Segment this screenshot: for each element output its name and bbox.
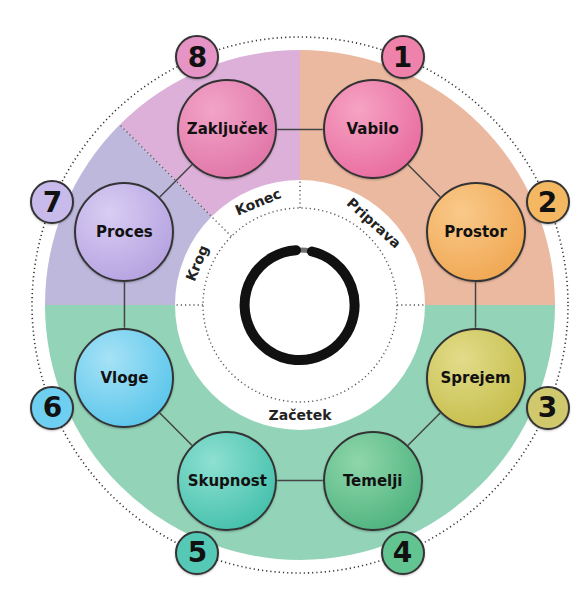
step-label: Vloge (100, 369, 148, 387)
ring-connector (124, 282, 126, 327)
step-label: Prostor (444, 223, 507, 241)
step-label: Vabilo (347, 120, 399, 138)
ring-connector (160, 165, 192, 197)
number-text: 8 (188, 41, 207, 74)
ring-connector (475, 282, 477, 327)
step-label: Proces (96, 223, 153, 241)
step-circle: Vabilo (323, 79, 423, 179)
step-circle: Sprejem (426, 328, 526, 428)
step-circle: Prostor (426, 182, 526, 282)
enso-tail (296, 250, 312, 251)
ring-connector (277, 129, 322, 131)
inner-dotted-circle (203, 208, 397, 402)
number-text: 4 (393, 536, 412, 569)
ring-connector (277, 480, 322, 482)
number-text: 3 (538, 391, 557, 424)
step-label: Skupnost (188, 472, 267, 490)
outer-dotted-circle (32, 37, 568, 573)
number-text: 2 (538, 186, 557, 219)
enso-circle (245, 250, 355, 360)
ring-connector (160, 413, 192, 445)
step-circle: Temelji (323, 431, 423, 531)
ring-connector (408, 413, 440, 445)
ring-connector (408, 165, 440, 197)
number-text: 1 (393, 41, 412, 74)
step-label: Zaključek (187, 120, 268, 138)
callout-number: 1 (381, 35, 425, 79)
step-circle: Vloge (74, 328, 174, 428)
callout-number: 5 (175, 531, 219, 575)
callout-number: 2 (526, 180, 570, 224)
callout-number: 6 (30, 386, 74, 430)
phase-label: Začetek (267, 407, 334, 423)
number-text: 7 (43, 186, 62, 219)
callout-number: 4 (381, 531, 425, 575)
step-label: Temelji (343, 472, 403, 490)
step-circle: Skupnost (177, 431, 277, 531)
callout-number: 3 (526, 386, 570, 430)
sector-green (45, 305, 555, 560)
number-text: 6 (43, 391, 62, 424)
number-text: 5 (188, 536, 207, 569)
step-label: Sprejem (441, 369, 511, 387)
